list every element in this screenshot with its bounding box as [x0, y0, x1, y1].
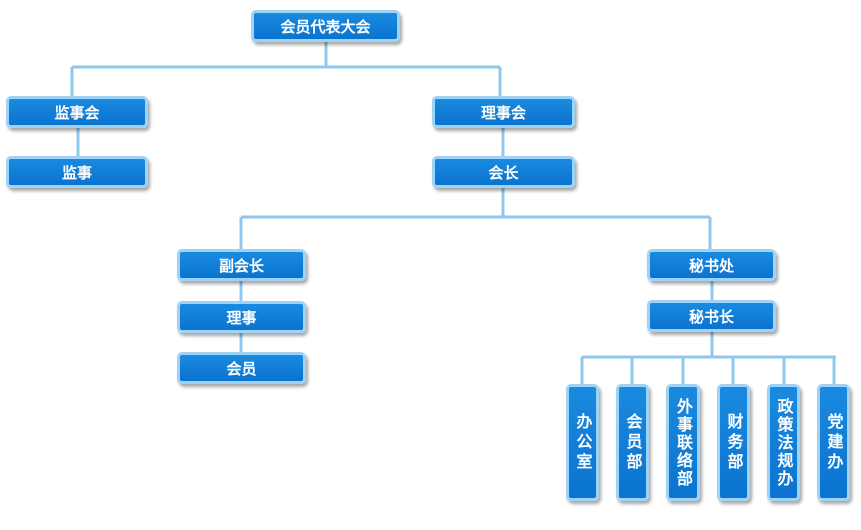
node-director-label: 理事	[226, 308, 257, 327]
node-vice-president-label: 副会长	[218, 256, 264, 275]
node-member-label: 会员	[226, 359, 257, 378]
node-foreign-affairs[interactable]: 外事联络部	[666, 384, 700, 501]
node-supervisory-board[interactable]: 监事会	[6, 96, 148, 128]
node-president-label: 会长	[488, 163, 519, 182]
node-policy-office[interactable]: 政策法规办	[767, 384, 800, 501]
node-president[interactable]: 会长	[432, 156, 575, 188]
node-secretariat[interactable]: 秘书处	[647, 249, 776, 281]
node-office-label: 办公室	[573, 412, 593, 473]
node-assembly-label: 会员代表大会	[280, 17, 371, 36]
node-director[interactable]: 理事	[177, 301, 306, 333]
node-foreign-affairs-label: 外事联络部	[674, 397, 693, 488]
node-policy-office-label: 政策法规办	[774, 397, 794, 488]
node-finance-dept-label: 财务部	[724, 412, 744, 473]
node-council[interactable]: 理事会	[432, 96, 575, 128]
node-assembly[interactable]: 会员代表大会	[251, 10, 400, 42]
node-office[interactable]: 办公室	[566, 384, 599, 501]
node-vice-president[interactable]: 副会长	[177, 249, 306, 281]
node-party-office-label: 党建办	[824, 412, 844, 473]
node-supervisor-label: 监事	[61, 163, 92, 182]
node-secretary-general-label: 秘书长	[688, 307, 734, 326]
node-secretary-general[interactable]: 秘书长	[647, 300, 776, 332]
node-membership-dept-label: 会员部	[623, 412, 643, 473]
node-finance-dept[interactable]: 财务部	[717, 384, 750, 501]
node-secretariat-label: 秘书处	[688, 256, 734, 275]
node-supervisory-board-label: 监事会	[54, 103, 100, 122]
node-supervisor[interactable]: 监事	[6, 156, 148, 188]
node-party-office[interactable]: 党建办	[817, 384, 850, 501]
node-council-label: 理事会	[480, 103, 526, 122]
node-membership-dept[interactable]: 会员部	[616, 384, 649, 501]
node-member[interactable]: 会员	[177, 352, 306, 384]
